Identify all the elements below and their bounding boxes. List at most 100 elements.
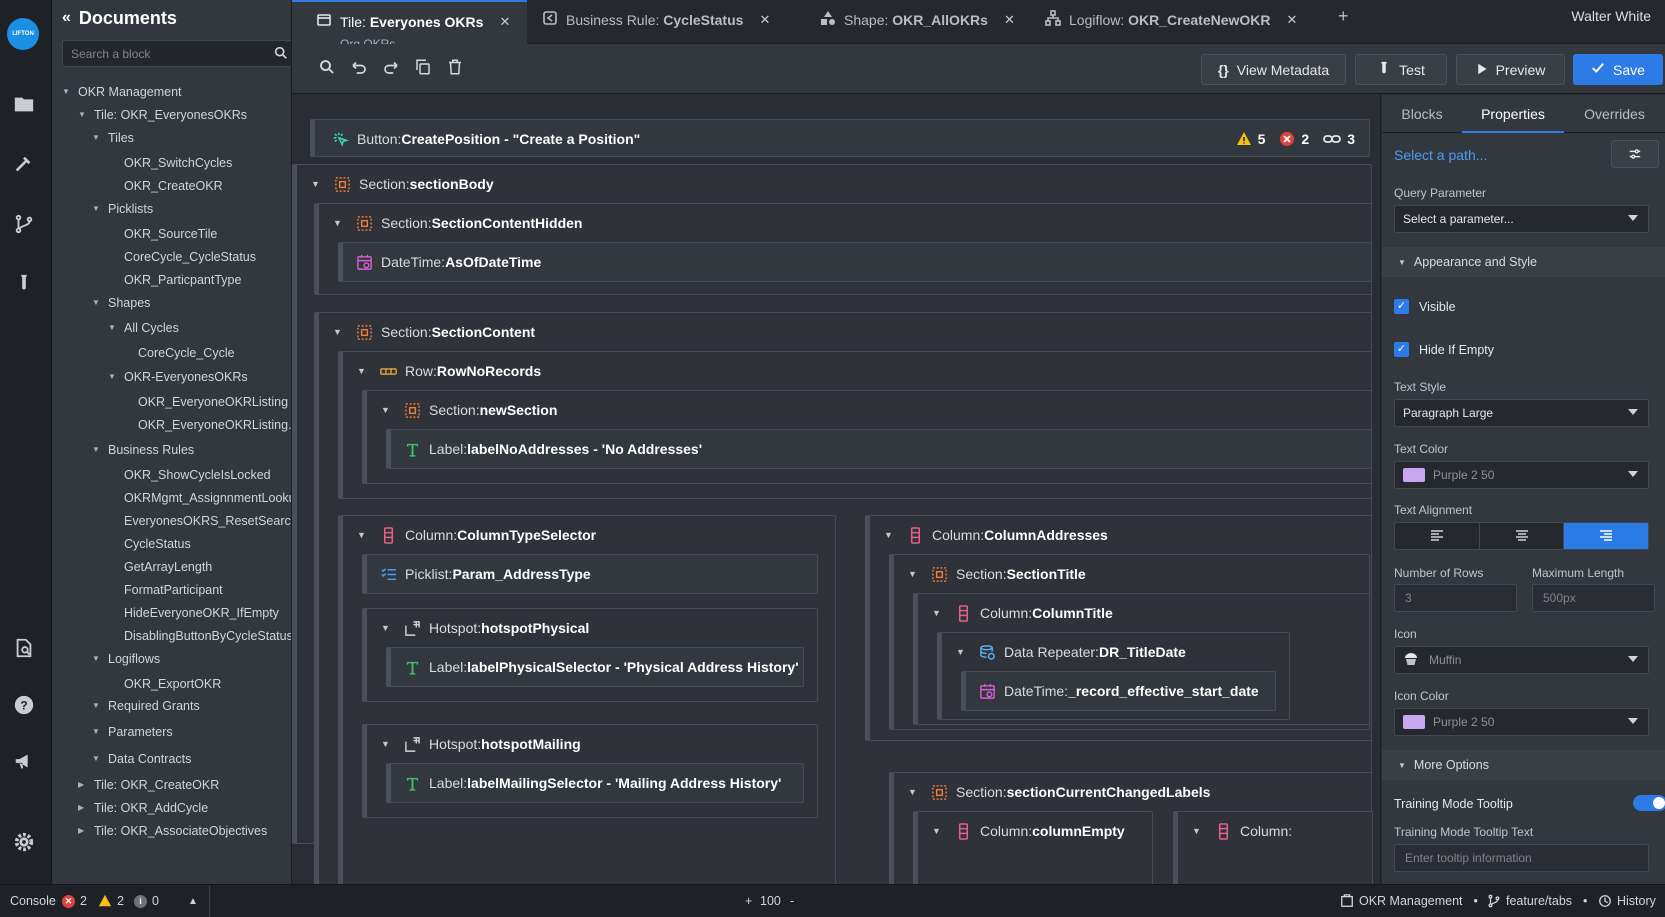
path-settings-button[interactable] bbox=[1611, 140, 1659, 168]
add-tab-button[interactable]: + bbox=[1338, 6, 1349, 26]
tree-item[interactable]: OKR_EveryoneOKRListing bbox=[138, 392, 288, 412]
canvas-block[interactable]: Label:labelNoAddresses - 'No Addresses' bbox=[386, 429, 1372, 469]
user-name[interactable]: Walter White bbox=[1571, 8, 1651, 24]
caret-down-icon[interactable]: ▼ bbox=[108, 323, 116, 332]
close-tab-icon[interactable]: ✕ bbox=[759, 11, 771, 27]
tab-business-rule-cyclestatus[interactable]: Business Rule: CycleStatus ✕ bbox=[542, 0, 770, 44]
console-error-count[interactable]: ✕2 bbox=[62, 894, 87, 908]
number-of-rows-input[interactable]: 3 bbox=[1394, 584, 1517, 612]
canvas-block[interactable]: ▼Column:columnEmpty bbox=[913, 811, 1153, 884]
folder-icon[interactable] bbox=[12, 92, 36, 116]
preview-button[interactable]: Preview bbox=[1456, 54, 1565, 85]
align-center-button[interactable] bbox=[1479, 523, 1565, 549]
tree-item[interactable]: ▶Tile: OKR_CreateOKR bbox=[78, 775, 219, 795]
tree-item[interactable]: GetArrayLength bbox=[124, 557, 212, 577]
caret-down-icon[interactable]: ▼ bbox=[381, 739, 390, 749]
caret-down-icon[interactable]: ▼ bbox=[78, 110, 86, 119]
tree-item[interactable]: ▼Business Rules bbox=[92, 440, 194, 460]
canvas-block[interactable]: ▼Column: bbox=[1173, 811, 1373, 884]
tree-item[interactable]: ▼Required Grants bbox=[92, 696, 200, 716]
caret-down-icon[interactable]: ▼ bbox=[108, 372, 116, 381]
visible-checkbox[interactable]: ✓Visible bbox=[1394, 299, 1456, 314]
tab-properties[interactable]: Properties bbox=[1462, 95, 1564, 133]
console-warning-count[interactable]: 2 bbox=[98, 894, 124, 908]
branch-icon[interactable] bbox=[12, 212, 36, 236]
appearance-section-header[interactable]: ▼Appearance and Style bbox=[1382, 247, 1665, 277]
training-mode-tooltip-input[interactable]: Enter tooltip information bbox=[1394, 844, 1649, 872]
caret-down-icon[interactable]: ▼ bbox=[932, 826, 941, 836]
tree-item[interactable]: OKR_ShowCycleIsLocked bbox=[124, 465, 271, 485]
caret-right-icon[interactable]: ▶ bbox=[78, 803, 85, 812]
document-search-icon[interactable] bbox=[12, 636, 36, 660]
caret-down-icon[interactable]: ▼ bbox=[92, 204, 100, 213]
icon-select[interactable]: Muffin bbox=[1394, 646, 1649, 674]
caret-down-icon[interactable]: ▼ bbox=[381, 405, 390, 415]
tree-item[interactable]: ▶Tile: OKR_AddCycle bbox=[78, 798, 208, 818]
caret-down-icon[interactable]: ▼ bbox=[357, 530, 366, 540]
test-button[interactable]: Test bbox=[1355, 54, 1447, 85]
delete-icon[interactable] bbox=[446, 58, 466, 78]
history-button[interactable]: History bbox=[1598, 894, 1656, 908]
tree-item[interactable]: CycleStatus bbox=[124, 534, 191, 554]
caret-down-icon[interactable]: ▼ bbox=[381, 623, 390, 633]
caret-down-icon[interactable]: ▼ bbox=[884, 530, 893, 540]
tree-item[interactable]: OKRMgmt_AssignnmentLookup bbox=[124, 488, 291, 508]
copy-icon[interactable] bbox=[414, 58, 434, 78]
project-indicator[interactable]: OKR Management• bbox=[1340, 894, 1478, 908]
text-style-select[interactable]: Paragraph Large bbox=[1394, 399, 1649, 427]
tree-item[interactable]: ▼Data Contracts bbox=[92, 749, 191, 769]
caret-right-icon[interactable]: ▶ bbox=[78, 826, 85, 835]
caret-down-icon[interactable]: ▼ bbox=[333, 218, 342, 228]
tree-item[interactable]: OKR_SourceTile bbox=[124, 224, 217, 244]
error-badge[interactable]: 2 bbox=[1279, 131, 1309, 147]
help-icon[interactable]: ? bbox=[12, 693, 36, 717]
align-right-button[interactable] bbox=[1564, 523, 1648, 549]
console-button[interactable]: Console bbox=[10, 894, 56, 908]
tree-item[interactable]: HideEveryoneOKR_IfEmpty bbox=[124, 603, 279, 623]
zoom-out-button[interactable]: - bbox=[790, 894, 795, 908]
warning-badge[interactable]: 5 bbox=[1236, 131, 1265, 147]
tree-item[interactable]: ▼Picklists bbox=[92, 199, 153, 219]
close-tab-icon[interactable]: ✕ bbox=[1286, 11, 1298, 27]
tree-item[interactable]: ▼All Cycles bbox=[108, 318, 179, 338]
tree-item[interactable]: DisablingButtonByCycleStatus bbox=[124, 626, 291, 646]
caret-down-icon[interactable]: ▼ bbox=[908, 787, 917, 797]
canvas-block[interactable]: Picklist:Param_AddressType bbox=[362, 554, 818, 594]
search-icon[interactable] bbox=[273, 45, 291, 63]
training-mode-tooltip-toggle[interactable] bbox=[1633, 795, 1665, 811]
settings-gear-icon[interactable] bbox=[12, 830, 36, 854]
app-logo[interactable]: LIFTON bbox=[7, 18, 39, 50]
redo-icon[interactable] bbox=[382, 58, 402, 78]
caret-down-icon[interactable]: ▼ bbox=[932, 608, 941, 618]
canvas-block[interactable]: Label:labelMailingSelector - 'Mailing Ad… bbox=[386, 763, 804, 803]
button-block-createposition[interactable]: Button:CreatePosition - "Create a Positi… bbox=[310, 119, 1370, 157]
caret-down-icon[interactable]: ▼ bbox=[92, 298, 100, 307]
caret-down-icon[interactable]: ▼ bbox=[1192, 826, 1201, 836]
close-tab-icon[interactable]: ✕ bbox=[499, 13, 511, 29]
tab-shape-okr-allokrs[interactable]: Shape: OKR_AllOKRs ✕ bbox=[820, 0, 1020, 44]
tab-overrides[interactable]: Overrides bbox=[1584, 106, 1645, 122]
tree-item[interactable]: ▼Logiflows bbox=[92, 649, 160, 669]
tree-item[interactable]: ▶Tile: OKR_AssociateObjectives bbox=[78, 821, 267, 841]
tree-item[interactable]: OKR_EveryoneOKRListing.Un bbox=[138, 415, 291, 435]
hammer-icon[interactable] bbox=[12, 153, 36, 177]
tree-item[interactable]: CoreCycle_Cycle bbox=[138, 343, 235, 363]
text-color-select[interactable]: Purple 2 50 bbox=[1394, 461, 1649, 489]
tree-item[interactable]: ▼OKR Management bbox=[62, 82, 182, 102]
caret-down-icon[interactable]: ▼ bbox=[311, 179, 320, 189]
icon-color-select[interactable]: Purple 2 50 bbox=[1394, 708, 1649, 736]
collapse-sidebar-icon[interactable]: « bbox=[62, 9, 71, 26]
save-button[interactable]: Save bbox=[1573, 54, 1663, 85]
tree-item[interactable]: OKR_CreateOKR bbox=[124, 176, 223, 196]
search-icon[interactable] bbox=[318, 58, 338, 78]
caret-down-icon[interactable]: ▼ bbox=[92, 654, 100, 663]
more-options-section-header[interactable]: ▼More Options bbox=[1382, 750, 1665, 780]
tree-item[interactable]: FormatParticipant bbox=[124, 580, 223, 600]
canvas-block[interactable]: DateTime:AsOfDateTime bbox=[338, 242, 1372, 282]
caret-down-icon[interactable]: ▼ bbox=[908, 569, 917, 579]
block-search-input[interactable]: Search a block bbox=[62, 40, 291, 67]
tree-item[interactable]: ▼Tile: OKR_EveryonesOKRs bbox=[78, 105, 247, 125]
canvas-block[interactable]: Label:labelPhysicalSelector - 'Physical … bbox=[386, 647, 804, 687]
align-left-button[interactable] bbox=[1395, 523, 1480, 549]
